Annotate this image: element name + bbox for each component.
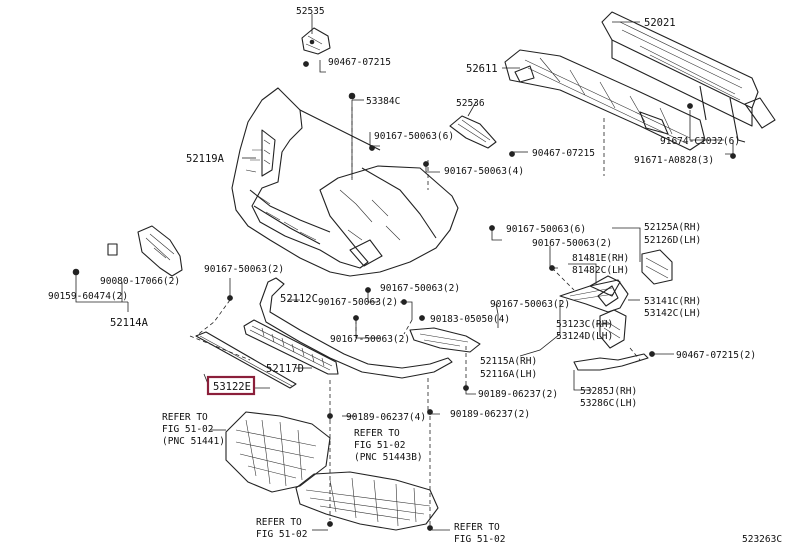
refer-2-line-2: FIG 51-02 <box>354 440 405 451</box>
label-90167-50063-4[interactable]: 90167-50063(4) <box>444 166 524 177</box>
label-90167-50063-6-a[interactable]: 90167-50063(6) <box>374 131 454 142</box>
label-90467-07215-c[interactable]: 90467-07215(2) <box>676 350 756 361</box>
label-90167-50063-2-e[interactable]: 90167-50063(2) <box>490 299 570 310</box>
label-53285j[interactable]: 53285J(RH) <box>580 386 637 397</box>
label-53123c[interactable]: 53123C(RH) <box>556 319 613 330</box>
label-53124d[interactable]: 53124D(LH) <box>556 331 613 342</box>
part-support-52125A[interactable] <box>641 249 673 285</box>
part-undercover-51443B[interactable] <box>295 471 439 531</box>
part-labels: 52535 90467-07215 52021 52611 53384C 525… <box>48 6 782 545</box>
label-90159-60474[interactable]: 90159-60474(2) <box>48 291 128 302</box>
label-52125a[interactable]: 52125A(RH) <box>644 222 701 233</box>
refer-1-line-1: REFER TO <box>162 412 208 423</box>
label-90167-50063-2-b[interactable]: 90167-50063(2) <box>204 264 284 275</box>
label-53142c[interactable]: 53142C(LH) <box>644 308 701 319</box>
part-garnish-53141C[interactable] <box>559 279 629 313</box>
label-52611[interactable]: 52611 <box>466 63 498 75</box>
part-grille-strip-53122E[interactable] <box>195 331 297 389</box>
label-53384c[interactable]: 53384C <box>366 96 400 107</box>
part-fog-lamp-81481E[interactable] <box>589 275 621 297</box>
label-90183-05050[interactable]: 90183-05050(4) <box>430 314 510 325</box>
label-52119a[interactable]: 52119A <box>186 153 225 165</box>
refer-3-line-1: REFER TO <box>256 517 302 528</box>
label-81481e[interactable]: 81481E(RH) <box>572 253 629 264</box>
refer-3-line-2[interactable]: FIG 51-02 <box>256 529 307 540</box>
label-52114a[interactable]: 52114A <box>110 317 149 329</box>
refer-1-line-2: FIG 51-02 <box>162 424 213 435</box>
fasteners <box>227 61 736 531</box>
label-90167-50063-6-b[interactable]: 90167-50063(6) <box>506 224 586 235</box>
part-absorber-52611[interactable] <box>504 49 706 151</box>
label-90189-06237-4[interactable]: 90189-06237(4) <box>346 412 426 423</box>
label-52535[interactable]: 52535 <box>296 6 325 17</box>
label-53286c[interactable]: 53286C(LH) <box>580 398 637 409</box>
part-seal-53285J[interactable] <box>573 353 649 371</box>
label-91674-c1032[interactable]: 91674-C1032(6) <box>660 136 740 147</box>
refer-2-line-1: REFER TO <box>354 428 400 439</box>
part-moulding-52112C[interactable] <box>259 277 453 379</box>
part-bracket-52535[interactable] <box>301 27 331 55</box>
label-52112c[interactable]: 52112C <box>280 293 318 305</box>
label-91671-a0828[interactable]: 91671-A0828(3) <box>634 155 714 166</box>
label-90467-07215-b[interactable]: 90467-07215 <box>532 148 595 159</box>
label-90189-06237-2-b[interactable]: 90189-06237(2) <box>450 409 530 420</box>
part-bracket-52114A[interactable] <box>72 225 183 277</box>
refer-1-line-3[interactable]: (PNC 51441) <box>162 436 225 447</box>
label-53122e-highlighted[interactable]: 53122E <box>213 381 251 393</box>
label-90167-50063-2-c[interactable]: 90167-50063(2) <box>380 283 460 294</box>
label-52536[interactable]: 52536 <box>456 98 485 109</box>
refer-4-line-1: REFER TO <box>454 522 500 533</box>
label-90167-50063-2-a[interactable]: 90167-50063(2) <box>532 238 612 249</box>
label-52021[interactable]: 52021 <box>644 17 676 29</box>
label-53141c[interactable]: 53141C(RH) <box>644 296 701 307</box>
part-bumper-cover-52119A[interactable] <box>231 87 459 277</box>
diagram-code: 523263C <box>742 534 782 545</box>
label-90167-50063-2-d[interactable]: 90167-50063(2) <box>318 297 398 308</box>
label-52117d[interactable]: 52117D <box>266 363 304 375</box>
label-52115a[interactable]: 52115A(RH) <box>480 356 537 367</box>
refer-2-line-3[interactable]: (PNC 51443B) <box>354 452 423 463</box>
label-90167-50063-2-f[interactable]: 90167-50063(2) <box>330 334 410 345</box>
label-90189-06237-2-a[interactable]: 90189-06237(2) <box>478 389 558 400</box>
label-90467-07215-a[interactable]: 90467-07215 <box>328 57 391 68</box>
part-reinforcement-52021[interactable] <box>601 11 776 143</box>
refer-4-line-2[interactable]: FIG 51-02 <box>454 534 505 545</box>
part-undercover-51441[interactable] <box>225 411 331 493</box>
highlight-box <box>206 375 256 396</box>
label-52126d[interactable]: 52126D(LH) <box>644 235 701 246</box>
part-retainer-52536[interactable] <box>449 115 497 149</box>
label-52116a[interactable]: 52116A(LH) <box>480 369 537 380</box>
part-retainer-52115A[interactable] <box>409 327 481 353</box>
label-90080-17066[interactable]: 90080-17066(2) <box>100 276 180 287</box>
part-lower-grille-52117D[interactable] <box>243 319 339 375</box>
dashed-lines <box>189 100 641 525</box>
label-81482c[interactable]: 81482C(LH) <box>572 265 629 276</box>
part-cover-53123C[interactable] <box>599 309 627 349</box>
